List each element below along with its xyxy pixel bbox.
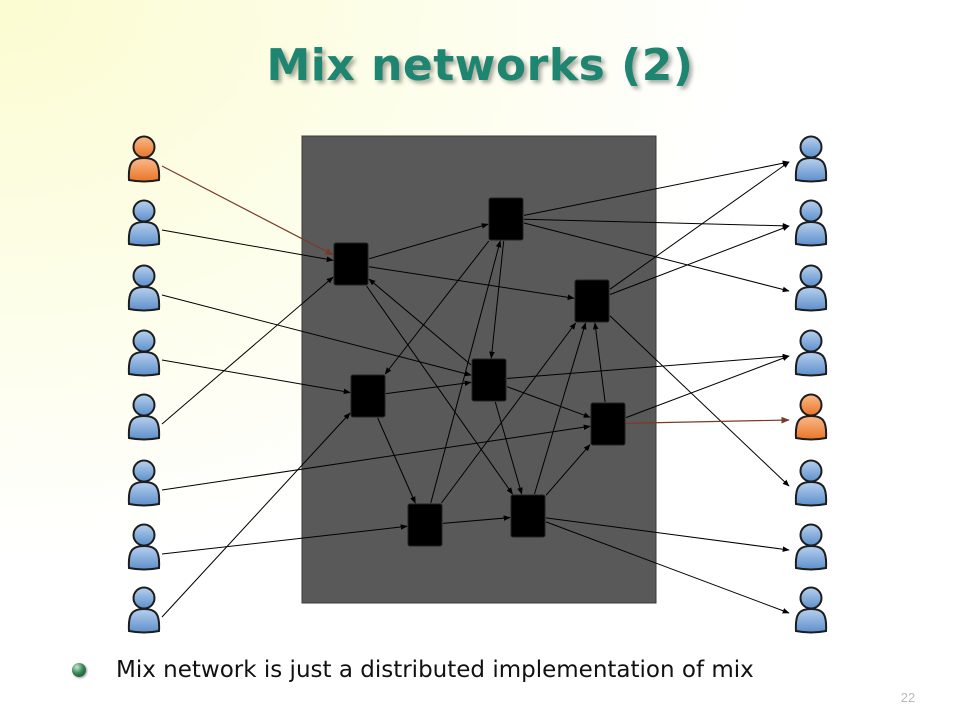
mix-node-m8: [510, 494, 546, 538]
mix-node-m3: [574, 279, 610, 323]
edge-m2-m4: [489, 240, 505, 359]
receiver-r1-person-icon: [794, 135, 828, 183]
sender-s8-person-icon: [127, 586, 161, 634]
mix-node-m6: [590, 402, 626, 446]
receiver-r7-person-icon: [794, 523, 828, 571]
edge-m3-r6: [609, 315, 790, 487]
edge-m6-r5: [625, 416, 790, 424]
slide-title: Mix networks (2): [266, 40, 694, 91]
receiver-r8-person-icon: [794, 586, 828, 634]
edge-m4-m8: [494, 401, 523, 495]
edge-m5-m7: [377, 417, 416, 504]
edge-s4-m5: [161, 359, 351, 395]
mix-node-m5: [350, 374, 386, 418]
edge-m3-r1: [609, 161, 790, 290]
edge-m7-m2: [430, 240, 502, 504]
edge-m1-m8: [366, 285, 513, 495]
receiver-r3-person-icon: [794, 264, 828, 312]
edge-m2-r1: [523, 160, 790, 216]
sender-s4-person-icon: [127, 329, 161, 377]
edge-m8-r8: [545, 521, 790, 614]
mix-node-m1: [333, 242, 369, 286]
mixes-layer: [333, 197, 626, 547]
sender-s5-person-icon: [127, 393, 161, 441]
edge-m7-m3: [440, 322, 577, 504]
edge-m4-m1: [368, 278, 472, 366]
edge-m2-r3: [523, 222, 790, 293]
edge-m5-m4: [385, 380, 472, 395]
sender-s7-person-icon: [127, 523, 161, 571]
page-number: 22: [900, 690, 916, 705]
bullet-dot-icon: [72, 663, 86, 677]
edge-m2-r2: [523, 218, 790, 229]
edge-m1-m2: [368, 223, 489, 260]
edge-m8-m6: [545, 444, 591, 496]
edge-s8-m5: [161, 412, 351, 618]
mix-node-m4: [471, 358, 507, 402]
edge-m7-m8: [442, 515, 511, 524]
edge-s6-m6: [161, 424, 591, 491]
receiver-r4-person-icon: [794, 329, 828, 377]
sender-s2-person-icon: [127, 199, 161, 247]
sender-s6-person-icon: [127, 459, 161, 507]
edge-m3-r2: [609, 225, 790, 295]
edge-m4-m6: [506, 386, 591, 418]
edge-m8-m3: [534, 322, 587, 495]
sender-s3-person-icon: [127, 264, 161, 312]
mix-node-m7: [407, 503, 443, 547]
receiver-r6-person-icon: [794, 459, 828, 507]
edge-s5-m1: [161, 276, 334, 425]
edges-layer: [161, 160, 790, 618]
sender-s1-person-icon: [127, 135, 161, 183]
edge-m1-m3: [368, 266, 575, 301]
bullet-text: Mix network is just a distributed implem…: [116, 657, 754, 683]
edge-m6-m3: [592, 322, 606, 403]
edge-m4-r4: [506, 353, 790, 379]
edge-s2-m1: [161, 229, 334, 262]
edge-m6-r4: [625, 355, 790, 419]
edge-s7-m7: [161, 524, 408, 555]
edge-s1-m1: [161, 165, 334, 256]
bullet-item: Mix network is just a distributed implem…: [72, 652, 754, 688]
receiver-r2-person-icon: [794, 199, 828, 247]
mix-node-m2: [488, 197, 524, 241]
edge-m2-m5: [384, 240, 490, 375]
edge-m8-r7: [545, 517, 790, 552]
receiver-r5-person-icon: [794, 393, 828, 441]
